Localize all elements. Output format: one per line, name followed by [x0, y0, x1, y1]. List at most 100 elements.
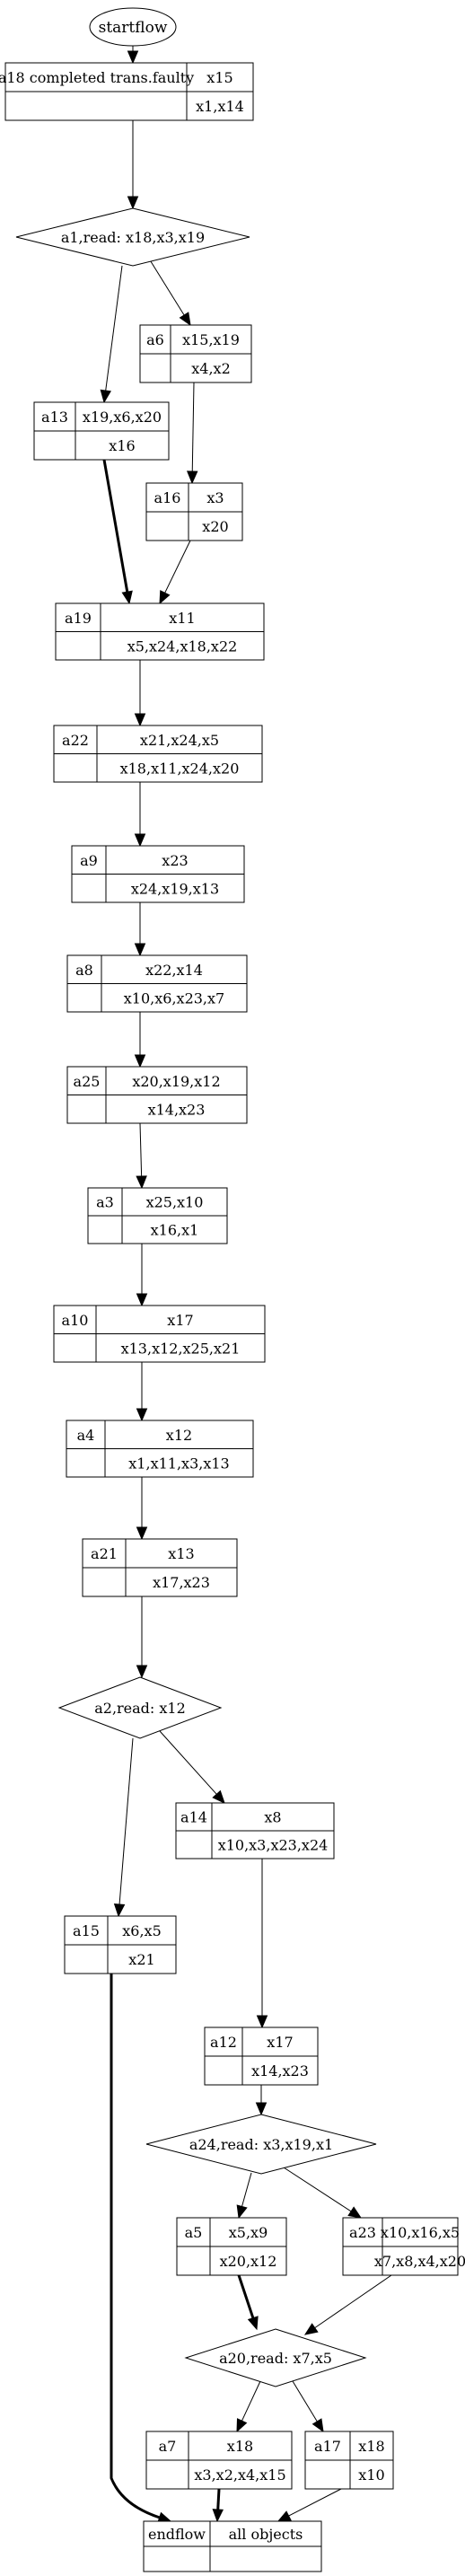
node-name: a10	[62, 1312, 89, 1329]
node-name: a13	[41, 409, 68, 426]
edge-line	[159, 1730, 217, 1795]
node-name: a16	[154, 489, 181, 506]
arrowhead	[113, 1903, 126, 1918]
node-top-objects: x13	[168, 1545, 194, 1562]
node-bottom-objects: x20	[202, 518, 228, 535]
node-name: a17	[314, 2438, 341, 2455]
edge-a8-to-a25	[134, 1012, 146, 1068]
node-name: a12	[210, 2034, 237, 2051]
node-a13: a13 x19,x6,x20 x16	[33, 401, 170, 461]
arrowhead	[303, 2323, 319, 2335]
node-bottom-objects: x5,x24,x18,x22	[127, 637, 238, 655]
node-top-objects: x20,x19,x12	[132, 1073, 220, 1090]
decision-diamond	[145, 2114, 377, 2175]
start-ellipse	[89, 7, 177, 47]
edge-line	[148, 258, 185, 316]
edge-line	[314, 2274, 392, 2329]
node-name: a6	[146, 331, 164, 348]
edge-a24-to-a23	[283, 2167, 363, 2219]
arrowhead	[276, 2510, 292, 2522]
edge-a13-to-a19	[102, 459, 133, 605]
edges-layer	[100, 46, 392, 2523]
decision-label: a20,read: x7,x5	[219, 2350, 332, 2367]
edge-a7-to-endflow	[212, 2488, 224, 2523]
node-bottom-objects: x1,x14	[196, 98, 244, 115]
edge-a3-to-a10	[136, 1244, 148, 1307]
decision-diamond	[184, 2328, 367, 2387]
edge-a10-to-a4	[136, 1362, 148, 1422]
node-a2: a2,read: x12	[57, 1676, 223, 1739]
decision-label: a1,read: x18,x3,x19	[61, 229, 205, 246]
arrowhead	[255, 2102, 268, 2116]
arrowhead	[127, 196, 139, 210]
node-top-objects: x17	[167, 1312, 193, 1329]
node-top-objects: x22,x14	[145, 962, 203, 979]
edge-a20-to-a7	[236, 2380, 261, 2433]
edge-line	[102, 459, 129, 593]
edge-line	[118, 1737, 134, 1905]
arrowhead	[136, 1293, 148, 1307]
node-bottom-objects: x18,x11,x24,x20	[120, 760, 240, 777]
node-startflow: startflow	[89, 7, 177, 47]
node-top-objects: x15,x19	[182, 331, 240, 348]
node-a1: a1,read: x18,x3,x19	[15, 207, 250, 267]
node-name: a9	[80, 852, 98, 869]
node-name: a7	[159, 2438, 177, 2455]
edge-a12-to-a24	[255, 2085, 268, 2116]
edge-a6-to-a16	[186, 382, 198, 485]
edge-a16-to-a19	[159, 540, 191, 605]
node-top-objects: x18	[358, 2438, 384, 2455]
edge-line	[237, 2274, 255, 2319]
decision-label: a24,read: x3,x19,x1	[189, 2136, 333, 2153]
node-bottom-objects: x16	[109, 437, 135, 454]
edge-line	[288, 2488, 342, 2517]
node-bottom-objects: x1,x11,x3,x13	[128, 1455, 229, 1472]
node-top-objects: x6,x5	[122, 1922, 162, 1939]
arrowhead	[127, 50, 139, 65]
edge-a25-to-a3	[136, 1122, 147, 1190]
edge-a14-to-a12	[256, 1859, 268, 2029]
node-top-objects: x12	[166, 1427, 192, 1444]
edge-line	[241, 2380, 261, 2422]
edge-a24-to-a5	[236, 2172, 252, 2220]
node-name: a23	[349, 2224, 376, 2241]
edge-startflow-to-a18	[127, 46, 139, 65]
node-name: a25	[74, 1073, 101, 1090]
node-name: a14	[180, 1809, 207, 1826]
edge-a19-to-a22	[134, 660, 146, 727]
edge-a2-to-a15	[113, 1737, 134, 1918]
arrowhead	[121, 590, 133, 605]
edge-line	[110, 1974, 161, 2519]
arrowhead	[134, 1054, 146, 1068]
node-name: a5	[185, 2224, 203, 2241]
node-top-objects: x18	[227, 2438, 253, 2455]
node-bottom-objects: x3,x2,x4,x15	[194, 2466, 285, 2484]
edge-a21-to-a2	[136, 1596, 148, 1679]
arrowhead	[179, 312, 191, 327]
arrowhead	[136, 1665, 148, 1679]
node-bottom-objects: x14,x23	[251, 2062, 309, 2079]
node-top-objects: x15	[206, 69, 232, 86]
node-top-objects: x19,x6,x20	[83, 409, 162, 426]
node-a20: a20,read: x7,x5	[184, 2328, 367, 2387]
node-top-objects: x21,x24,x5	[140, 732, 219, 749]
node-label: startflow	[99, 19, 168, 37]
edge-a23-to-a20	[303, 2274, 392, 2335]
node-top-objects: x17	[267, 2034, 293, 2051]
node-top-objects: x5,x9	[229, 2224, 268, 2241]
